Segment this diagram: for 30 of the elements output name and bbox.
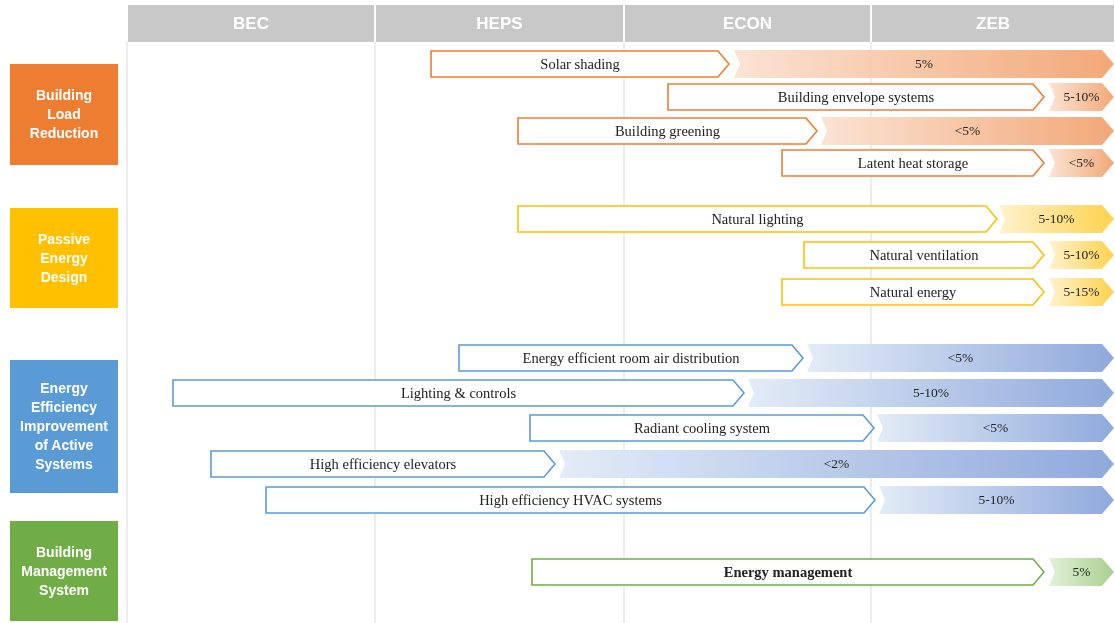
savings-band: 5-10% [879,486,1114,514]
savings-band: 5% [1049,558,1114,586]
category-box: Building Load Reduction [10,64,118,165]
savings-band: <2% [559,450,1114,478]
savings-band: 5-10% [999,205,1114,233]
savings-band: <5% [1049,149,1114,177]
measure-tag: Radiant cooling system [529,414,875,442]
measure-tag: High efficiency elevators [210,450,556,478]
savings-band: 5-15% [1049,278,1114,306]
savings-band: <5% [821,117,1114,145]
measure-tag: Energy management [531,558,1045,586]
savings-band: 5% [734,50,1114,78]
measure-tag: Building greening [517,117,818,145]
measure-tag: Latent heat storage [781,149,1045,177]
category-box: Energy Efficiency Improvement of Active Systems [10,360,118,493]
savings-band: <5% [807,344,1114,372]
measure-tag: Energy efficient room air distribution [458,344,804,372]
measure-tag: Natural lighting [517,205,998,233]
measure-tag: High efficiency HVAC systems [265,486,876,514]
category-box: Passive Energy Design [10,208,118,308]
measure-tag: Building envelope systems [667,83,1045,111]
measure-tag: Natural energy [781,278,1045,306]
savings-band: <5% [877,414,1114,442]
measure-tag: Natural ventilation [803,241,1045,269]
category-box: Building Management System [10,521,118,621]
savings-band: 5-10% [1049,83,1114,111]
savings-band: 5-10% [1049,241,1114,269]
measure-tag: Lighting & controls [172,379,745,407]
measure-tag: Solar shading [430,50,730,78]
savings-band: 5-10% [748,379,1114,407]
